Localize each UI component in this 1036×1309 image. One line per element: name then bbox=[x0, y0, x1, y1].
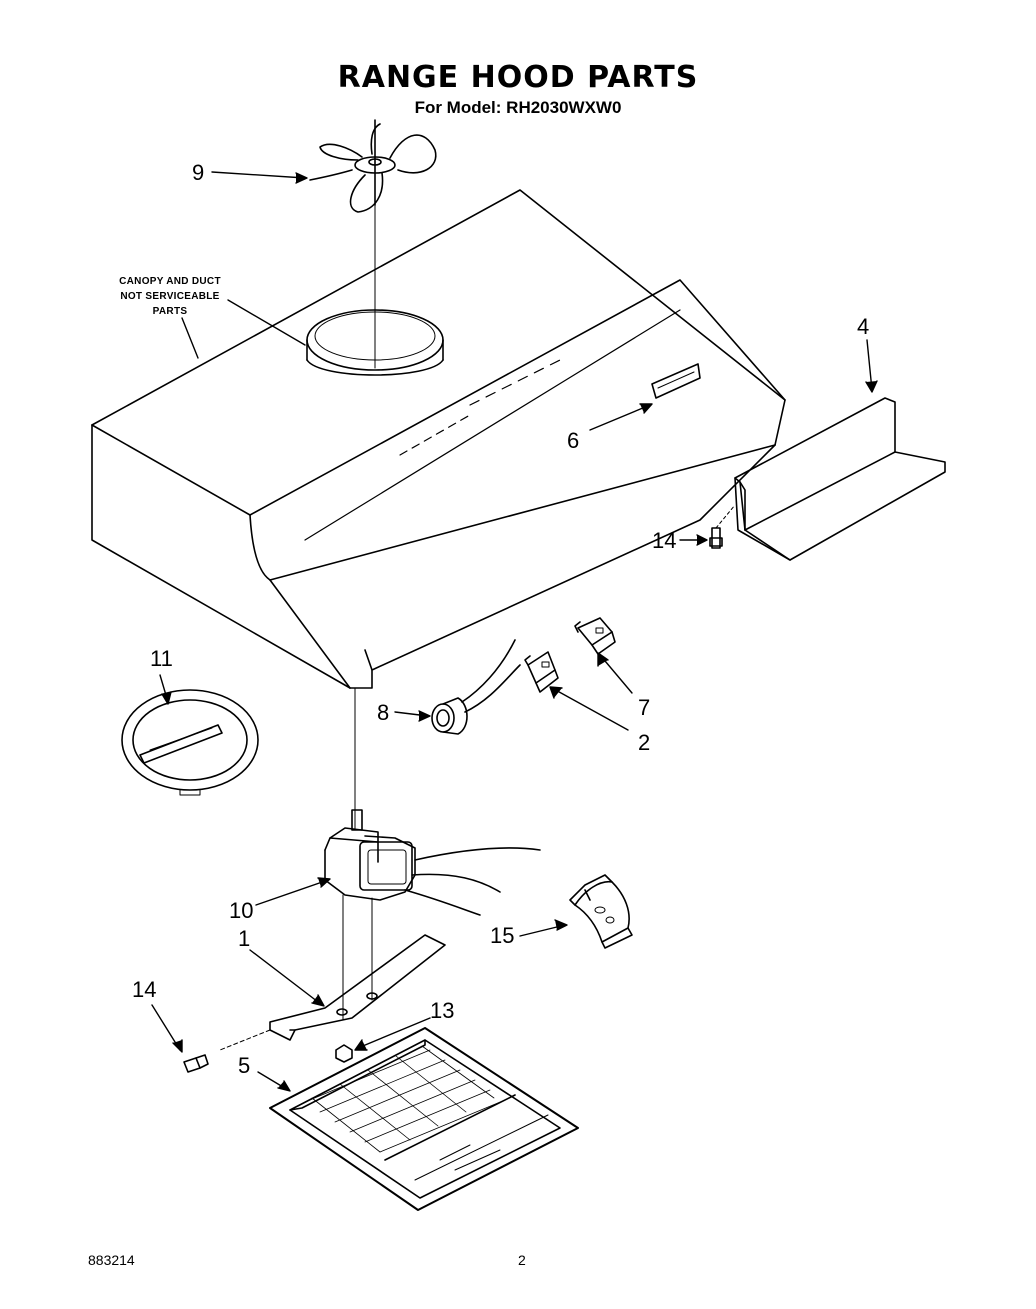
callout-1: 1 bbox=[238, 926, 250, 951]
callout-14-top: 14 bbox=[652, 528, 676, 553]
note-line-3: PARTS bbox=[153, 306, 188, 317]
canopy bbox=[91, 189, 786, 831]
grease-filter bbox=[269, 1027, 579, 1211]
blower-ring bbox=[121, 689, 259, 796]
nut bbox=[335, 1044, 353, 1063]
switch-seven bbox=[574, 617, 616, 655]
callout-6: 6 bbox=[567, 428, 579, 453]
screw-bottom bbox=[183, 1054, 209, 1073]
callout-10: 10 bbox=[229, 898, 253, 923]
callout-15: 15 bbox=[490, 923, 514, 948]
callout-4: 4 bbox=[857, 314, 869, 339]
callout-2: 2 bbox=[638, 730, 650, 755]
fan-blade bbox=[309, 119, 437, 213]
callout-9: 9 bbox=[192, 160, 204, 185]
callout-13: 13 bbox=[430, 998, 454, 1023]
callout-leaders bbox=[151, 171, 878, 1092]
page-title: RANGE HOOD PARTS bbox=[337, 60, 699, 95]
callout-11: 11 bbox=[150, 646, 173, 671]
model-subtitle: For Model: RH2030WXW0 bbox=[414, 98, 622, 117]
callout-5: 5 bbox=[238, 1053, 250, 1078]
callout-14-bottom: 14 bbox=[132, 977, 156, 1002]
callout-7: 7 bbox=[638, 695, 650, 720]
mounting-clip bbox=[569, 874, 633, 949]
screw-top bbox=[709, 504, 736, 549]
switch-two bbox=[524, 651, 559, 693]
callout-8: 8 bbox=[377, 700, 389, 725]
strain-relief bbox=[431, 639, 521, 735]
note-line-1: CANOPY AND DUCT bbox=[119, 276, 221, 287]
page-number: 2 bbox=[518, 1252, 526, 1268]
motor-bracket bbox=[219, 934, 446, 1051]
motor bbox=[324, 809, 541, 1021]
filler-panel bbox=[734, 397, 946, 561]
document-number: 883214 bbox=[88, 1252, 135, 1268]
note-line-2: NOT SERVICEABLE bbox=[120, 291, 219, 302]
